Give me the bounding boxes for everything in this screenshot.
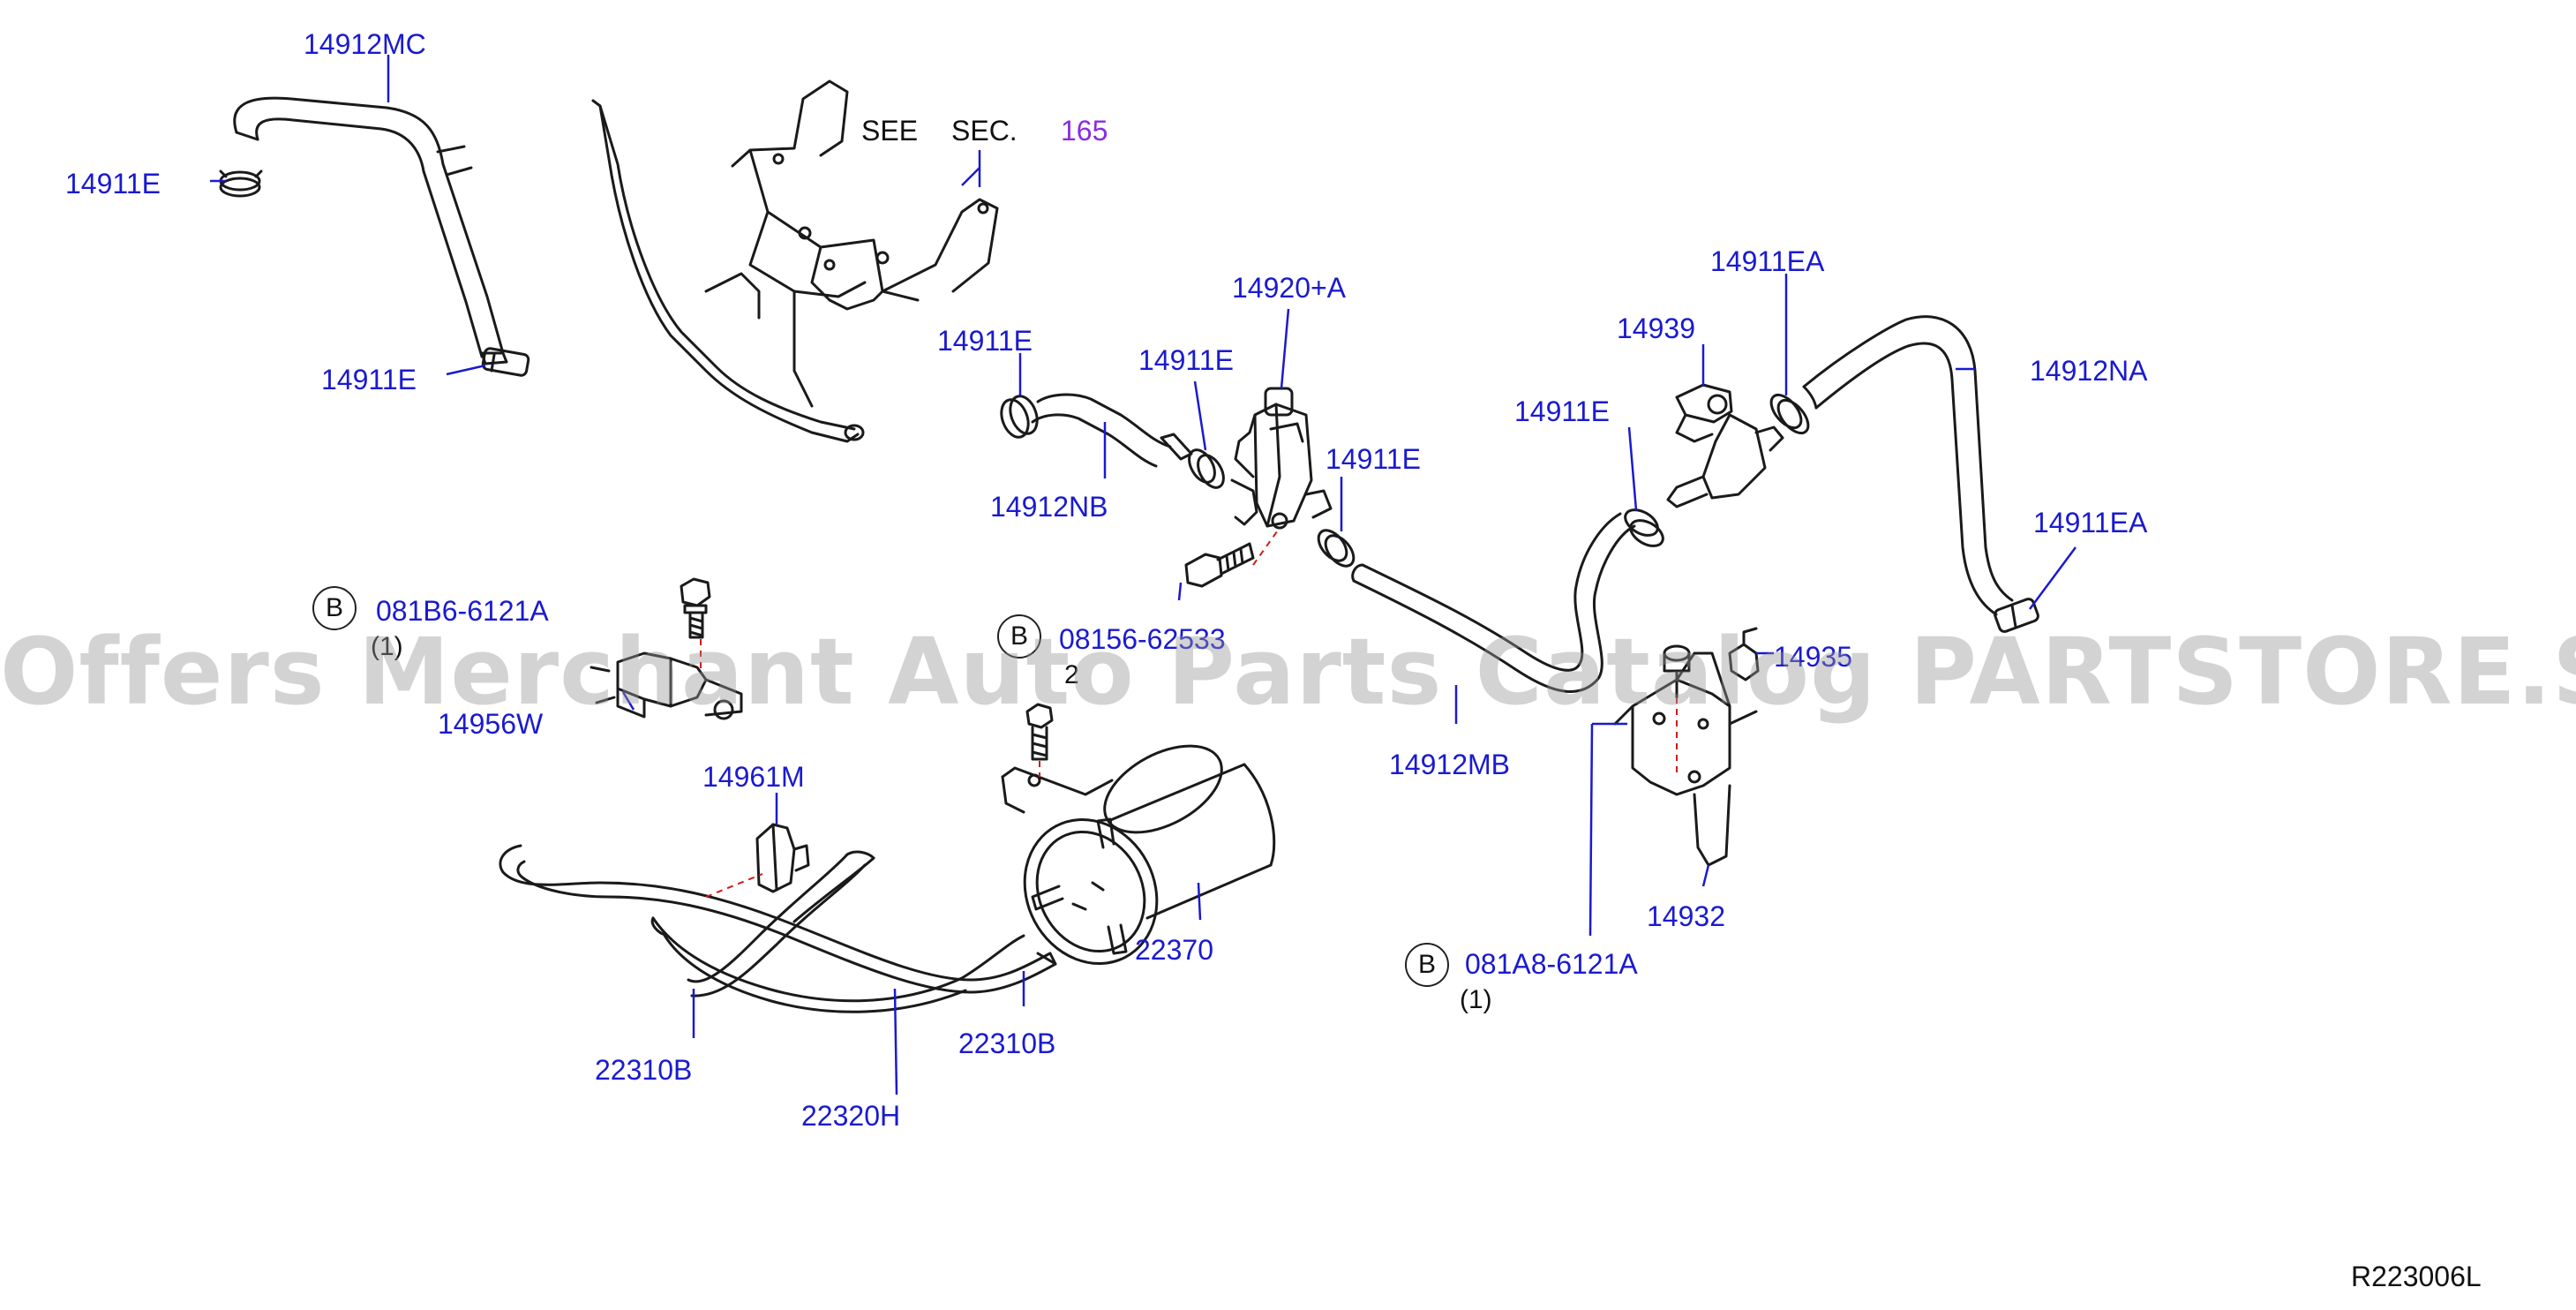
- label-22370[interactable]: 22370: [1135, 934, 1213, 966]
- sec-text: SEC.: [951, 115, 1018, 147]
- clamp-14911e-a: [219, 169, 263, 198]
- label-22310b-right[interactable]: 22310B: [958, 1028, 1056, 1059]
- label-08156-62533[interactable]: 08156-62533: [1059, 623, 1226, 655]
- canister-22370: [1001, 744, 1276, 966]
- hose-14912nb: [1031, 393, 1193, 468]
- clip-14961m: [755, 823, 810, 893]
- valve-14939: [1666, 383, 1784, 508]
- label-14932[interactable]: 14932: [1647, 900, 1725, 932]
- section-ref-link[interactable]: 165: [1061, 115, 1108, 147]
- hose-14912mb: [1351, 512, 1636, 693]
- clip-14935: [1728, 627, 1760, 681]
- bolt-symbol-081a8: B: [1405, 943, 1449, 987]
- bolt-081b6: [680, 577, 711, 639]
- bolt-symbol-081b6: B: [312, 586, 357, 630]
- label-14911e-d[interactable]: 14911E: [1138, 344, 1234, 376]
- label-14911e-a[interactable]: 14911E: [65, 168, 161, 200]
- clamp-14911ea-b: [1994, 598, 2039, 633]
- label-081b6-6121a[interactable]: 081B6-6121A: [376, 595, 549, 627]
- valve-14920a: [1230, 387, 1333, 530]
- label-14961m[interactable]: 14961M: [702, 761, 805, 793]
- hose-14912mc: [233, 96, 508, 365]
- label-14911e-b[interactable]: 14911E: [321, 364, 417, 395]
- sensor-14956w: [590, 651, 743, 720]
- clamp-14911e-b: [481, 347, 530, 377]
- bracket-sec165: [591, 79, 999, 443]
- label-14920a[interactable]: 14920+A: [1232, 272, 1347, 304]
- label-14956w[interactable]: 14956W: [438, 708, 544, 740]
- hose-14912na: [1802, 315, 2014, 616]
- label-14912nb[interactable]: 14912NB: [990, 491, 1108, 523]
- clamp-14911e-c: [1000, 395, 1039, 439]
- tube-bundle-22320h: [499, 844, 1057, 1013]
- qty-08156: 2: [1064, 660, 1079, 689]
- label-14912mc[interactable]: 14912MC: [304, 28, 426, 60]
- see-text: SEE: [861, 115, 919, 147]
- label-14912mb[interactable]: 14912MB: [1389, 749, 1510, 780]
- bolt-near-valve: [1184, 542, 1255, 588]
- qty-081b6: (1): [371, 632, 403, 661]
- label-14911e-f[interactable]: 14911E: [1326, 443, 1421, 475]
- label-22320h[interactable]: 22320H: [801, 1100, 901, 1132]
- label-081a8-6121a[interactable]: 081A8-6121A: [1465, 948, 1638, 980]
- label-14939[interactable]: 14939: [1617, 312, 1695, 344]
- label-14911e-c[interactable]: 14911E: [937, 325, 1033, 357]
- clamp-14911e-d: [1188, 448, 1225, 489]
- bolt-08156: [1025, 703, 1054, 761]
- bolt-081a8: [1663, 644, 1691, 699]
- label-14911e-e[interactable]: 14911E: [1514, 395, 1610, 427]
- label-14912na[interactable]: 14912NA: [2030, 355, 2148, 387]
- label-14935[interactable]: 14935: [1774, 641, 1852, 673]
- clamp-14911e-e: [1317, 529, 1356, 568]
- bolt-symbol-08156: B: [997, 614, 1041, 659]
- label-14911ea-a[interactable]: 14911EA: [1710, 245, 1825, 277]
- qty-081a8: (1): [1460, 985, 1492, 1014]
- clamp-14911e-f: [1624, 508, 1664, 547]
- watermark: Offers Merchant Auto Parts Catalog PARTS…: [0, 618, 2576, 726]
- label-22310b-left[interactable]: 22310B: [595, 1054, 693, 1086]
- clamp-14911ea-a: [1769, 393, 1810, 435]
- diagram-reference-code: R223006L: [2351, 1261, 2482, 1292]
- label-14911ea-b[interactable]: 14911EA: [2033, 507, 2148, 538]
